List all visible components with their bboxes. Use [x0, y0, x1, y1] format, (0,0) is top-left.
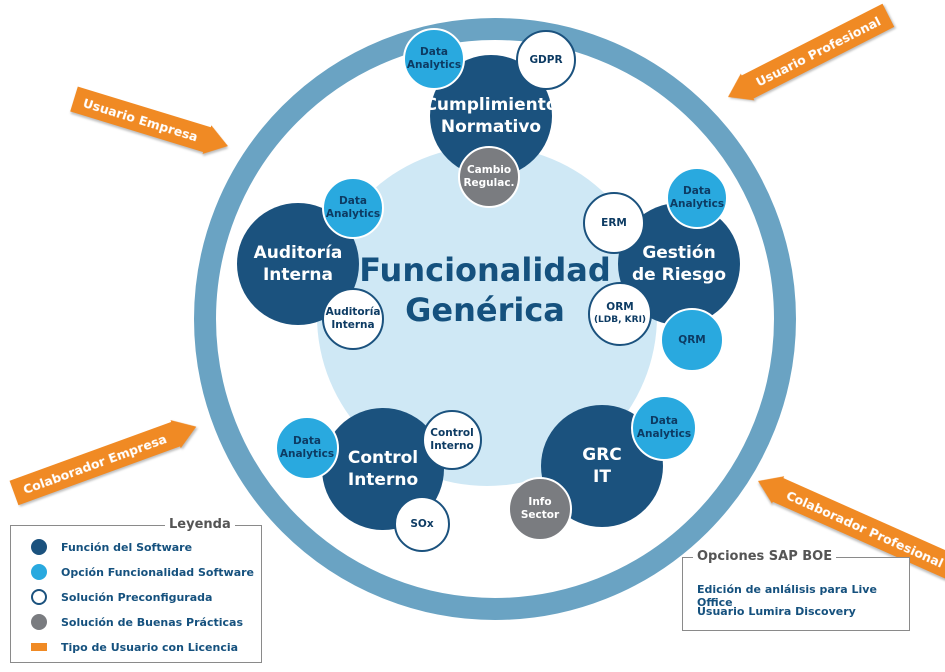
option-data-analytics-riesgo: Data Analytics	[666, 167, 728, 229]
preconfigured-auditoria-interna: Auditoría Interna	[322, 288, 384, 350]
label-line: Gestión	[642, 243, 716, 263]
arrow-usuario-empresa: Usuario Empresa	[70, 85, 233, 161]
legend-bar-usuario	[31, 643, 47, 651]
arrow-label: Usuario Empresa	[81, 94, 200, 144]
options-box: Opciones SAP BOE Edición de anlálisis pa…	[682, 549, 910, 631]
label-line: GDPR	[529, 53, 563, 66]
legend-dot-funcion	[31, 539, 47, 555]
legend-text: Opción Funcionalidad Software	[61, 565, 254, 579]
label-line: Auditoría	[253, 243, 343, 263]
options-title: Opciones SAP BOE	[693, 549, 837, 564]
legend-text: Tipo de Usuario con Licencia	[61, 640, 239, 654]
label-line: GRC	[582, 445, 622, 465]
label-line: Data	[650, 415, 678, 427]
core-title-line1: Funcionalidad	[359, 251, 611, 289]
best-practice-cambio-regulac: Cambio Regulac.	[458, 146, 520, 208]
label-line: Analytics	[669, 198, 725, 210]
arrow-label: Colaborador Empresa	[20, 430, 169, 497]
label-line: Interno	[430, 440, 474, 452]
legend-item: Función del Software	[31, 537, 192, 557]
best-practice-info-sector: Info Sector	[508, 477, 572, 541]
label-line: Data	[420, 46, 448, 58]
label-line: Analytics	[325, 208, 381, 220]
label-line: Cumplimiento	[424, 95, 558, 115]
legend-title: Leyenda	[165, 517, 235, 532]
label-line: ORM	[606, 301, 634, 313]
legend-text: Función del Software	[61, 540, 193, 554]
legend-dot-opcion	[31, 564, 47, 580]
arrow-usuario-profesional: Usuario Profesional	[721, 2, 895, 111]
legend-item: Solución Preconfigurada	[31, 587, 212, 607]
preconfigured-sox: SOx	[394, 496, 450, 552]
option-data-analytics-grc: Data Analytics	[631, 395, 697, 461]
preconfigured-orm: ORM (LDB, KRI)	[588, 282, 652, 346]
preconfigured-gdpr: GDPR	[516, 30, 576, 90]
legend-dot-solucion	[31, 589, 47, 605]
arrow-colaborador-empresa: Colaborador Empresa	[9, 412, 202, 507]
core-title: Funcionalidad Genérica	[330, 250, 640, 330]
label-line: Data	[339, 195, 367, 207]
legend-text: Solución de Buenas Prácticas	[61, 615, 244, 629]
label-line: Control	[430, 427, 474, 439]
label-line: Sector	[520, 509, 560, 521]
option-data-analytics-cumplimiento: Data Analytics	[403, 28, 465, 90]
label-line: Info	[528, 496, 552, 508]
label-line: IT	[593, 467, 611, 487]
legend-dot-buenas-practicas	[31, 614, 47, 630]
options-line: Edición de anlálisis para Live Office	[697, 583, 877, 609]
option-data-analytics-control: Data Analytics	[275, 416, 339, 480]
legend-item: Solución de Buenas Prácticas	[31, 612, 243, 632]
options-line: Usuario Lumira Discovery	[697, 605, 856, 618]
label-line: SOx	[410, 517, 434, 530]
label-line: ERM	[601, 216, 627, 229]
label-line: Interno	[347, 470, 419, 490]
option-qrm: QRM	[660, 308, 724, 372]
label-line: Regulac.	[463, 177, 515, 189]
label-line: Normativo	[440, 117, 542, 137]
label-line: Interna	[331, 319, 375, 331]
label-line: QRM	[678, 333, 706, 346]
preconfigured-erm: ERM	[583, 192, 645, 254]
label-line: Analytics	[279, 448, 335, 460]
label-line: Interna	[262, 265, 334, 285]
label-line: Analytics	[406, 59, 462, 71]
label-line: Data	[293, 435, 321, 447]
label-line: Cambio	[466, 164, 512, 176]
label-line: de Riesgo	[631, 265, 727, 285]
label-line: Control	[347, 448, 419, 468]
label-line: Analytics	[636, 428, 692, 440]
legend-text: Solución Preconfigurada	[61, 590, 213, 604]
option-data-analytics-auditoria: Data Analytics	[322, 177, 384, 239]
legend-item: Tipo de Usuario con Licencia	[31, 637, 238, 657]
label-line: (LDB, KRI)	[593, 315, 647, 325]
legend-item: Opción Funcionalidad Software	[31, 562, 254, 582]
legend-box: Leyenda Función del Software Opción Func…	[10, 517, 262, 663]
arrow-label: Usuario Profesional	[753, 13, 883, 90]
core-title-line2: Genérica	[405, 291, 565, 329]
label-line: Auditoría	[325, 306, 381, 318]
label-line: Data	[683, 185, 711, 197]
preconfigured-control-interno: Control Interno	[422, 410, 482, 470]
